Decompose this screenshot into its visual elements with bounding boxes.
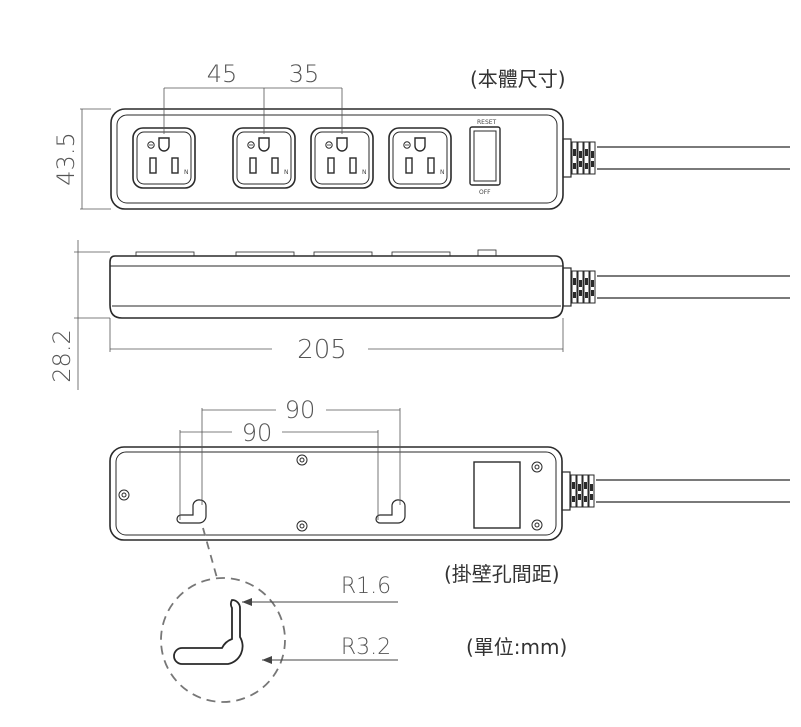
dim-hole-spacing-a: 90 <box>285 396 316 424</box>
dim-length: 205 <box>297 335 347 365</box>
dim-outlet-spacing-35: 35 <box>289 60 320 88</box>
neutral-mark-2: N <box>284 169 289 176</box>
dim-hole-spacing-b: 90 <box>242 419 273 447</box>
top-view: N N N N RESET OFF 43.5 45 35 (本體尺寸) <box>52 60 790 210</box>
dim-radius-large: R3.2 <box>341 635 391 660</box>
keyhole-shape <box>173 599 244 665</box>
unit-note: (單位:mm) <box>466 635 567 659</box>
plug-side <box>562 267 596 307</box>
dim-outlet-spacing-45: 45 <box>207 60 238 88</box>
neutral-mark-4: N <box>440 169 445 176</box>
bottom-view: 90 90 (掛壁孔間距) <box>109 396 790 586</box>
plug-top <box>562 138 596 178</box>
body-size-note: (本體尺寸) <box>470 67 566 91</box>
neutral-mark-3: N <box>362 169 367 176</box>
reset-switch: RESET OFF <box>469 119 501 196</box>
switch-label-reset: RESET <box>477 119 497 126</box>
outlet-3 <box>310 127 374 189</box>
keyhole-detail: R1.6 R3.2 (單位:mm) <box>160 527 567 703</box>
dim-height: 43.5 <box>52 132 80 185</box>
neutral-mark-1: N <box>184 169 189 176</box>
outlet-2 <box>232 127 296 189</box>
dim-thickness: 28.2 <box>48 329 76 382</box>
side-view: 28.2 205 <box>48 240 790 390</box>
switch-label-off: OFF <box>479 189 491 196</box>
outlet-1 <box>132 127 196 189</box>
plug-bottom <box>561 471 595 511</box>
dim-radius-small: R1.6 <box>341 574 391 599</box>
outlet-4 <box>388 127 452 189</box>
keyhole-left <box>176 499 207 524</box>
wall-hole-note: (掛壁孔間距) <box>444 562 560 586</box>
keyhole-right <box>375 499 406 524</box>
